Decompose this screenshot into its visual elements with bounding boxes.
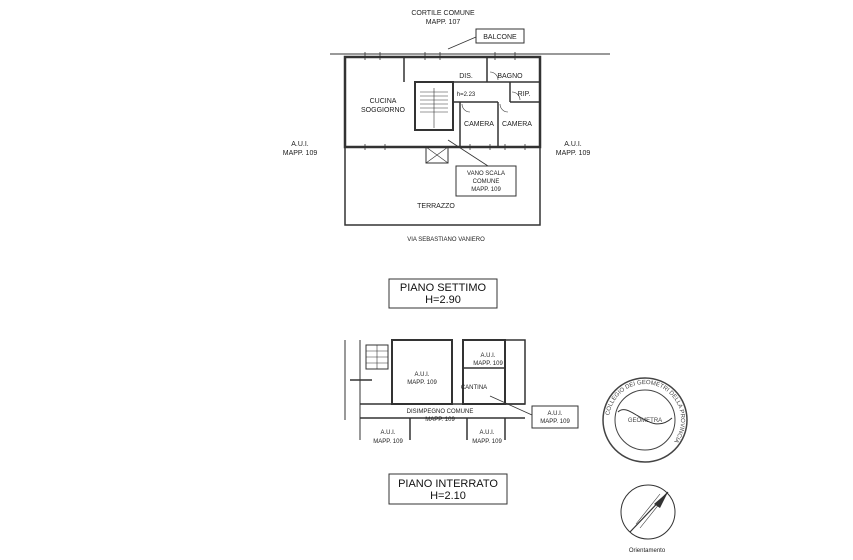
vano-scala-line3: MAPP. 109 [471, 187, 501, 193]
orientamento-label: Orientamento [629, 548, 666, 554]
door-swing-camera1 [461, 103, 471, 113]
cucina-label: CUCINA [370, 98, 397, 105]
door-swing-camera2 [499, 103, 509, 113]
vano-scala-line1: VANO SCALA [467, 171, 505, 177]
terrazzo-label: TERRAZZO [417, 203, 455, 210]
signature-scribble [617, 409, 673, 425]
door-swing-rip [511, 91, 521, 101]
aui-left-mapp: MAPP. 109 [283, 150, 318, 157]
camera-label-2: CAMERA [502, 121, 532, 128]
aui-right-label: A.U.I. [564, 141, 582, 148]
cortile-mapp: MAPP. 107 [426, 19, 461, 26]
aui-center-mapp: MAPP. 109 [407, 380, 437, 386]
aui-bottom-left-label: A.U.I. [380, 430, 395, 436]
bagno-label: BAGNO [497, 73, 523, 80]
piano-settimo-height: H=2.90 [425, 294, 461, 306]
aui-box [531, 405, 579, 429]
vano-scala-shaft [425, 146, 449, 164]
disimpegno-mapp: MAPP. 109 [425, 417, 455, 423]
aui-right-room [462, 339, 506, 405]
balcone-leader [447, 36, 477, 50]
aui-left-label: A.U.I. [291, 141, 309, 148]
piano-interrato-height: H=2.10 [430, 490, 466, 502]
street-label: VIA SEBASTIANO VANIERO [407, 237, 485, 243]
door-swing-bagno [489, 71, 499, 81]
piano-settimo-plan: CORTILE COMUNE MAPP. 107 BALCONE [283, 10, 610, 309]
vano-scala-leader [447, 139, 489, 167]
balcone-label: BALCONE [483, 34, 517, 41]
height-note: h=2.23 [457, 92, 476, 98]
aui-bottom-right-label: A.U.I. [479, 430, 494, 436]
aui-bottom-left-mapp: MAPP. 109 [373, 439, 403, 445]
vano-scala-box [455, 165, 517, 197]
soggiorno-label: SOGGIORNO [361, 107, 406, 114]
piano-settimo-title: PIANO SETTIMO [400, 282, 487, 294]
cantina-label: CANTINA [461, 385, 487, 391]
piano-interrato-title: PIANO INTERRATO [398, 478, 498, 490]
aui-bottom-right-mapp: MAPP. 109 [472, 439, 502, 445]
aui-box-label: A.U.I. [547, 411, 562, 417]
piano-interrato-plan: A.U.I. MAPP. 109 A.U.I. MAPP. 109 CANTIN… [344, 339, 579, 505]
stair-core [414, 81, 454, 131]
vano-scala-line2: COMUNE [473, 179, 500, 185]
north-arrow [620, 484, 676, 540]
disimpegno-label: DISIMPEGNO COMUNE [407, 409, 474, 415]
aui-top-right-mapp: MAPP. 109 [473, 361, 503, 367]
rip-label: RIP. [518, 91, 531, 98]
surveyor-stamp: COLLEGIO DEI GEOMETRI DELLA PROVINCIA GE… [602, 377, 688, 463]
balcone-box [475, 28, 525, 44]
stair-steps [420, 88, 448, 128]
dis-label: DIS. [459, 73, 473, 80]
aui-top-right-label: A.U.I. [480, 353, 495, 359]
aui-center-label: A.U.I. [414, 372, 429, 378]
aui-box-mapp: MAPP. 109 [540, 419, 570, 425]
interrato-stairs [365, 344, 389, 370]
aui-right-mapp: MAPP. 109 [556, 150, 591, 157]
stamp-center-text: GEOMETRA [628, 418, 662, 424]
piano-interrato-title-box [388, 473, 508, 505]
cortile-label: CORTILE COMUNE [411, 10, 475, 17]
piano-settimo-title-box [388, 278, 498, 309]
camera-label-1: CAMERA [464, 121, 494, 128]
